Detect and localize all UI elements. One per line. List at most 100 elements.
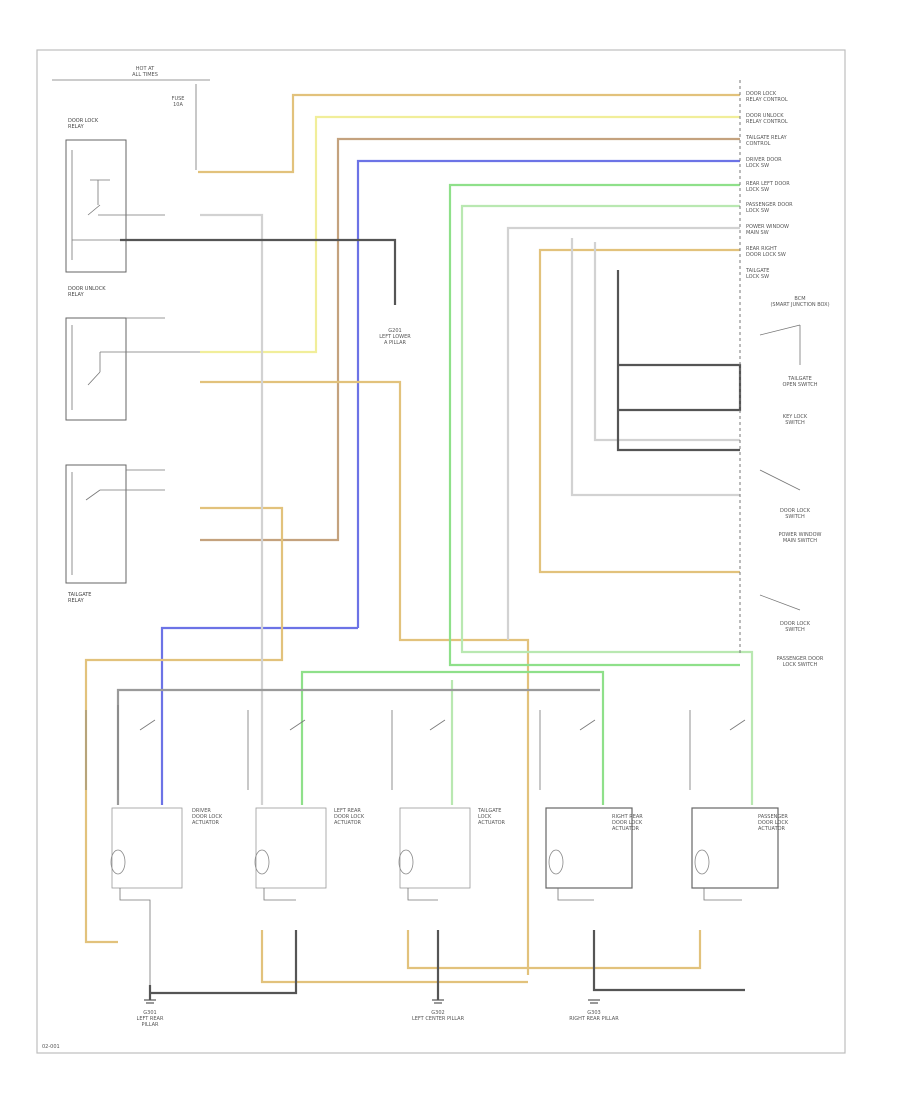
svg-text:(SMART JUNCTION BOX): (SMART JUNCTION BOX): [770, 302, 829, 308]
footer-code: 02-001: [42, 1044, 60, 1050]
svg-text:RELAY CONTROL: RELAY CONTROL: [746, 97, 788, 103]
svg-text:LEFT REAR: LEFT REAR: [137, 1016, 164, 1022]
right-components: BCM (SMART JUNCTION BOX) TAILGATE OPEN S…: [759, 296, 830, 668]
ground-g303: G303 RIGHT REAR PILLAR: [569, 999, 619, 1022]
wire-black-tailgate-sw: [618, 363, 742, 412]
fuse-label-2: ALL TIMES: [132, 72, 158, 78]
svg-text:G303: G303: [587, 1010, 600, 1016]
svg-text:DOOR LOCK: DOOR LOCK: [68, 118, 99, 124]
svg-text:DOOR LOCK: DOOR LOCK: [780, 621, 811, 627]
svg-text:OPEN SWITCH: OPEN SWITCH: [782, 382, 817, 388]
wire-orange-lock-relay: [198, 93, 740, 174]
svg-text:MAIN SW: MAIN SW: [746, 230, 769, 236]
passenger-door-lock-actuator: PASSENGER DOOR LOCK ACTUATOR: [691, 807, 789, 889]
wire-orange-unlock-output: [200, 380, 530, 975]
wire-gray-key-sw: [593, 242, 740, 442]
svg-text:DOOR LOCK: DOOR LOCK: [780, 508, 811, 514]
wire-brown-tailgate-relay: [200, 137, 740, 542]
fuse-label-4: 10A: [173, 102, 183, 108]
svg-text:RELAY: RELAY: [68, 124, 85, 130]
svg-text:DOOR LOCK: DOOR LOCK: [758, 820, 789, 826]
wire-harness: [84, 93, 754, 1000]
diagram-border: [36, 49, 846, 1054]
svg-text:RIGHT REAR PILLAR: RIGHT REAR PILLAR: [569, 1016, 619, 1022]
svg-text:SWITCH: SWITCH: [785, 420, 805, 426]
wire-gray-lock-relay: [200, 213, 264, 805]
wire-gray-pw-switch: [506, 226, 740, 640]
svg-text:LEFT CENTER PILLAR: LEFT CENTER PILLAR: [412, 1016, 465, 1022]
tailgate-relay-module: TAILGATE RELAY: [65, 464, 165, 604]
wire-blue-driver-actuator: [160, 626, 358, 805]
svg-text:POWER WINDOW: POWER WINDOW: [778, 532, 821, 538]
svg-text:ACTUATOR: ACTUATOR: [612, 826, 640, 832]
svg-text:RELAY: RELAY: [68, 598, 85, 604]
ground-g301: G301 LEFT REAR PILLAR: [137, 999, 164, 1028]
ground-g201-label-1: G201: [388, 328, 401, 334]
svg-text:TAILGATE: TAILGATE: [787, 376, 811, 382]
wire-orange-tailgate-output: [84, 506, 284, 944]
svg-text:MAIN SWITCH: MAIN SWITCH: [783, 538, 817, 544]
svg-text:LEFT REAR: LEFT REAR: [334, 808, 361, 814]
ground-g302: G302 LEFT CENTER PILLAR: [412, 999, 465, 1022]
svg-text:LOCK SW: LOCK SW: [746, 274, 769, 280]
svg-text:LOCK SW: LOCK SW: [746, 187, 769, 193]
wire-orange-bottom-bus-2: [406, 930, 702, 970]
svg-text:TAILGATE: TAILGATE: [477, 808, 501, 814]
svg-text:DRIVER: DRIVER: [192, 808, 211, 814]
door-unlock-relay-module: DOOR UNLOCK RELAY: [65, 286, 200, 421]
svg-text:BCM: BCM: [794, 296, 805, 302]
wire-blue-driver-lock: [356, 159, 740, 628]
svg-text:DOOR LOCK: DOOR LOCK: [612, 820, 643, 826]
wire-green-passenger-lock: [460, 204, 754, 805]
svg-text:RELAY CONTROL: RELAY CONTROL: [746, 119, 788, 125]
svg-text:SWITCH: SWITCH: [785, 514, 805, 520]
svg-text:TAILGATE: TAILGATE: [745, 268, 769, 274]
svg-text:RIGHT REAR: RIGHT REAR: [612, 814, 643, 820]
wire-orange-tailgate-sw: [538, 248, 740, 574]
svg-text:G301: G301: [143, 1010, 156, 1016]
svg-text:ACTUATOR: ACTUATOR: [758, 826, 786, 832]
svg-text:LOCK SW: LOCK SW: [746, 163, 769, 169]
ground-g201-label-2: LEFT LOWER: [379, 334, 411, 340]
svg-text:ACTUATOR: ACTUATOR: [478, 820, 506, 826]
wire-orange-bottom-bus: [260, 930, 528, 984]
svg-text:G302: G302: [431, 1010, 444, 1016]
svg-text:RELAY: RELAY: [68, 292, 85, 298]
svg-text:REAR RIGHT: REAR RIGHT: [746, 246, 778, 252]
tailgate-lock-actuator: TAILGATE LOCK ACTUATOR: [398, 807, 506, 889]
door-lock-relay-module: DOOR LOCK RELAY: [65, 118, 200, 273]
actuator-wiring-detail: [85, 705, 746, 985]
svg-text:ACTUATOR: ACTUATOR: [334, 820, 362, 826]
right-connector-labels: DOOR LOCK RELAY CONTROL DOOR UNLOCK RELA…: [745, 91, 793, 280]
svg-text:DRIVER DOOR: DRIVER DOOR: [746, 157, 782, 163]
svg-text:SWITCH: SWITCH: [785, 627, 805, 633]
driver-door-lock-actuator: DRIVER DOOR LOCK ACTUATOR: [110, 807, 223, 889]
wire-green-actuator-bus: [300, 670, 605, 805]
svg-text:DOOR UNLOCK: DOOR UNLOCK: [68, 286, 106, 292]
svg-text:LOCK SWITCH: LOCK SWITCH: [783, 662, 818, 668]
svg-text:CONTROL: CONTROL: [746, 141, 771, 147]
svg-text:DOOR LOCK: DOOR LOCK: [746, 91, 777, 97]
svg-text:PASSENGER DOOR: PASSENGER DOOR: [777, 656, 824, 662]
fuse-label-3: FUSE: [172, 96, 185, 102]
svg-text:REAR LEFT DOOR: REAR LEFT DOOR: [746, 181, 790, 187]
svg-text:DOOR LOCK: DOOR LOCK: [334, 814, 365, 820]
left-rear-door-lock-actuator: LEFT REAR DOOR LOCK ACTUATOR: [254, 807, 365, 889]
wire-green-rear-left-lock: [448, 183, 740, 667]
wire-black-bcm-ground: [616, 270, 740, 452]
svg-text:ACTUATOR: ACTUATOR: [192, 820, 220, 826]
wire-black-ground-left: [148, 930, 298, 1000]
svg-text:TAILGATE: TAILGATE: [67, 592, 91, 598]
fuse-label-1: HOT AT: [136, 66, 155, 72]
svg-text:DOOR UNLOCK: DOOR UNLOCK: [746, 113, 784, 119]
svg-text:DOOR LOCK: DOOR LOCK: [192, 814, 223, 820]
wire-yellow-unlock-relay: [200, 115, 740, 354]
svg-text:PASSENGER: PASSENGER: [758, 814, 788, 820]
svg-text:LOCK: LOCK: [478, 814, 492, 820]
svg-text:LOCK SW: LOCK SW: [746, 208, 769, 214]
svg-text:PASSENGER DOOR: PASSENGER DOOR: [746, 202, 793, 208]
wire-black-ground-right: [592, 930, 745, 992]
ground-g201-label-3: A PILLAR: [384, 340, 407, 346]
